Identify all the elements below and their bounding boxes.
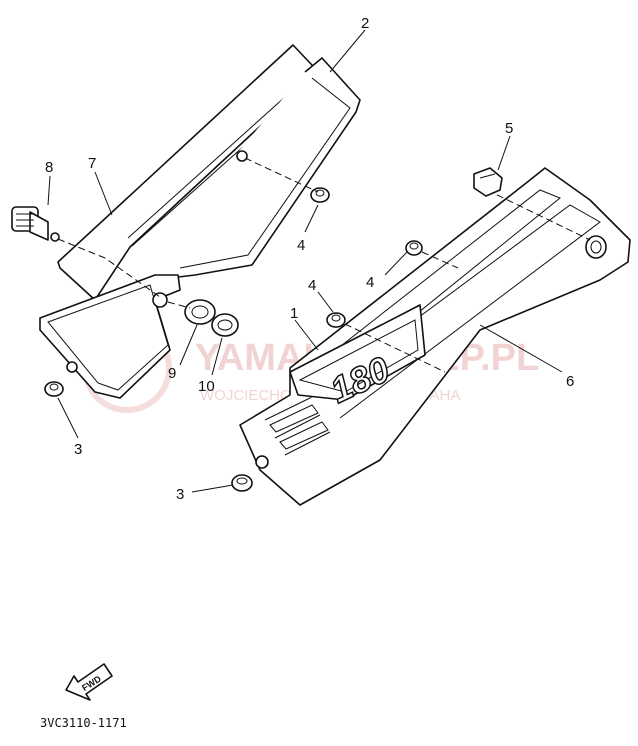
callout-4-mid: 4 <box>308 277 316 294</box>
callout-10: 10 <box>198 378 215 395</box>
callout-9: 9 <box>168 365 176 382</box>
grommet-right-3 <box>231 455 269 492</box>
callout-5: 5 <box>505 120 513 137</box>
callout-numbers: 2 8 7 4 5 4 4 1 6 9 10 3 3 <box>45 15 574 503</box>
washer-dashed-line <box>167 301 191 309</box>
washer-10 <box>211 313 239 337</box>
drawing-code: 3VC3110-1171 <box>40 716 127 730</box>
left-side-cover <box>57 44 329 301</box>
callout-8: 8 <box>45 159 53 176</box>
clip-5 <box>473 167 503 197</box>
grommet-lower-left <box>44 381 64 397</box>
leader-lines <box>47 29 563 493</box>
grommet-top <box>236 150 330 203</box>
grommet-right-4b <box>326 312 446 373</box>
callout-6: 6 <box>566 373 574 390</box>
lock-dashed-line <box>57 238 161 298</box>
callout-3-right: 3 <box>176 486 184 503</box>
bracket-frame <box>39 57 361 399</box>
lock-assembly <box>11 206 60 242</box>
fwd-arrow-icon: FWD <box>65 663 113 701</box>
badge-180: 180 <box>289 304 426 412</box>
callout-3-left: 3 <box>74 441 82 458</box>
callout-7: 7 <box>88 155 96 172</box>
callout-4-top: 4 <box>297 237 305 254</box>
grommet-9 <box>184 299 216 325</box>
grommet-right-4a <box>405 240 459 269</box>
callout-2: 2 <box>361 15 369 32</box>
right-side-cover <box>239 167 631 506</box>
callout-1: 1 <box>290 305 298 322</box>
callout-4-right: 4 <box>366 274 374 291</box>
